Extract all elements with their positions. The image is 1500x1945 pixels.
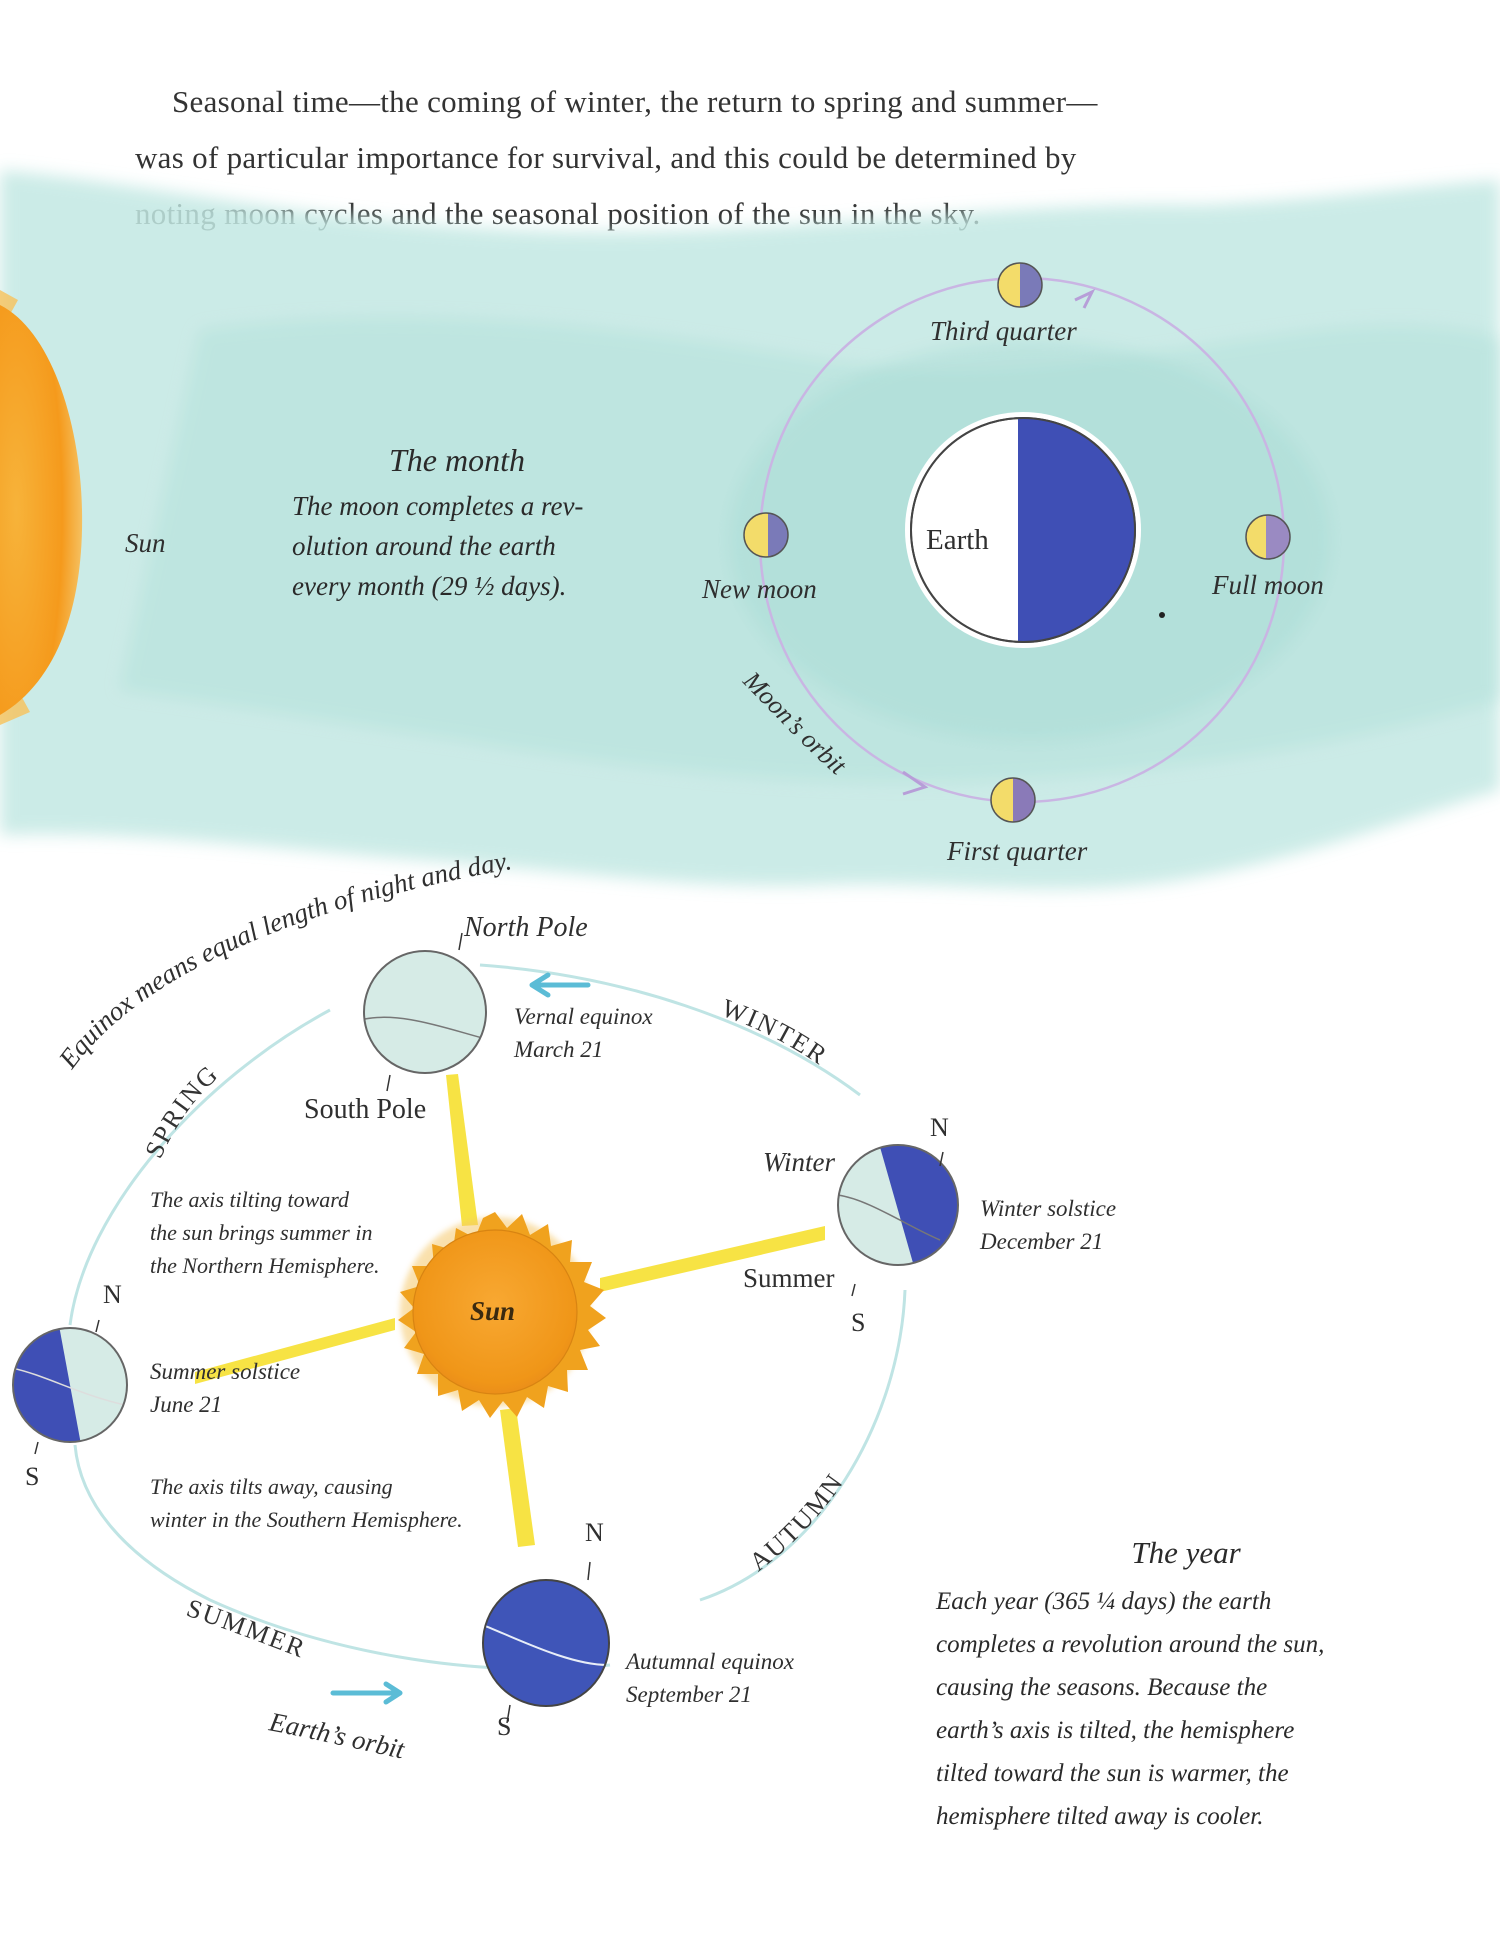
year-line-5: tilted toward the sun is warmer, the [936, 1760, 1289, 1787]
globe-vernal-equinox [363, 932, 487, 1092]
globe-summer-solstice [12, 1319, 128, 1455]
label-winter-solstice: Winter solstice December 21 [980, 1192, 1116, 1258]
label-autumnal-equinox: Autumnal equinox September 21 [626, 1645, 794, 1711]
tilt-toward-note: The axis tilting toward the sun brings s… [150, 1183, 380, 1282]
moon-third-quarter [997, 262, 1043, 308]
vernal-name: Vernal equinox [514, 1004, 653, 1029]
label-s-summer-globe: S [25, 1462, 40, 1491]
year-title: The year [1131, 1535, 1241, 1570]
tilt-toward-line-3: the Northern Hemisphere. [150, 1253, 380, 1278]
label-north-pole: North Pole [464, 912, 588, 943]
globe-autumnal-equinox [482, 1561, 610, 1724]
label-south-pole: South Pole [304, 1094, 427, 1125]
orbit-arrow-summer [330, 1681, 403, 1705]
label-n-summer-globe: N [103, 1280, 122, 1309]
label-full-moon: Full moon [1212, 570, 1324, 600]
tilt-toward-line-1: The axis tilting toward [150, 1187, 350, 1212]
large-sun [0, 290, 83, 725]
tilt-toward-line-2: the sun brings summer in [150, 1220, 373, 1245]
orbit-arrow-bottom [902, 770, 929, 796]
label-n-autumn-globe: N [585, 1518, 604, 1547]
intro-line-2: was of particular importance for surviva… [135, 140, 1077, 175]
tilt-away-line-1: The axis tilts away, causing [150, 1474, 393, 1499]
month-line-1: The moon completes a rev- [292, 491, 584, 521]
label-first-quarter: First quarter [947, 836, 1088, 866]
vernal-date: March 21 [514, 1037, 604, 1062]
moon-first-quarter [990, 777, 1036, 823]
globe-winter-solstice [837, 1144, 959, 1297]
label-vernal-equinox: Vernal equinox March 21 [514, 1000, 653, 1066]
earth-label: Earth [926, 524, 989, 556]
year-caption: The year Each year (365 ¼ days) the eart… [936, 1531, 1436, 1838]
earth-orbit [68, 963, 907, 1705]
label-new-moon: New moon [702, 574, 817, 604]
season-winter: WINTER [718, 993, 834, 1071]
earth-globe [905, 412, 1165, 648]
label-winter-hemisphere: Winter [763, 1147, 835, 1177]
month-title: The month [389, 442, 525, 478]
earths-orbit-label: Earth’s orbit [266, 1706, 409, 1765]
month-line-2: olution around the earth [292, 531, 556, 561]
orbit-arrow-winter [529, 972, 591, 998]
label-n-winter-globe: N [930, 1113, 949, 1142]
summer-solstice-name: Summer solstice [150, 1359, 301, 1384]
tilt-away-line-2: winter in the Southern Hemisphere. [150, 1507, 463, 1532]
small-sun-label: Sun [470, 1296, 516, 1326]
autumnal-date: September 21 [626, 1682, 752, 1707]
large-sun-label: Sun [125, 528, 166, 558]
tilt-away-note: The axis tilts away, causing winter in t… [150, 1470, 463, 1536]
year-line-6: hemisphere tilted away is cooler. [936, 1803, 1264, 1830]
year-line-4: earth’s axis is tilted, the hemisphere [936, 1717, 1295, 1744]
intro-line-1: Seasonal time—the coming of winter, the … [172, 84, 1098, 119]
label-summer-hemisphere: Summer [743, 1263, 835, 1293]
small-sun [398, 1212, 606, 1418]
label-s-winter-globe: S [851, 1308, 866, 1337]
season-summer: SUMMER [183, 1593, 310, 1664]
summer-solstice-date: June 21 [150, 1392, 223, 1417]
orbit-arrow-top [1074, 288, 1096, 309]
sun-rays [195, 1074, 825, 1547]
winter-solstice-name: Winter solstice [980, 1196, 1117, 1221]
year-line-3: causing the seasons. Because the [936, 1674, 1268, 1701]
autumnal-name: Autumnal equinox [626, 1649, 794, 1674]
winter-solstice-date: December 21 [980, 1229, 1104, 1254]
label-s-autumn-globe: S [497, 1712, 512, 1741]
label-third-quarter: Third quarter [930, 316, 1077, 346]
season-autumn: AUTUMN [744, 1468, 850, 1577]
season-spring: SPRING [139, 1059, 224, 1163]
month-line-3: every month (29 ½ days). [292, 571, 567, 601]
year-line-2: completes a revolution around the sun, [936, 1631, 1325, 1658]
month-caption: The month The moon completes a rev- olut… [292, 440, 622, 606]
moon-new [743, 512, 789, 558]
intro-paragraph: Seasonal time—the coming of winter, the … [135, 74, 1375, 242]
label-summer-solstice: Summer solstice June 21 [150, 1355, 300, 1421]
year-line-1: Each year (365 ¼ days) the earth [936, 1588, 1272, 1615]
